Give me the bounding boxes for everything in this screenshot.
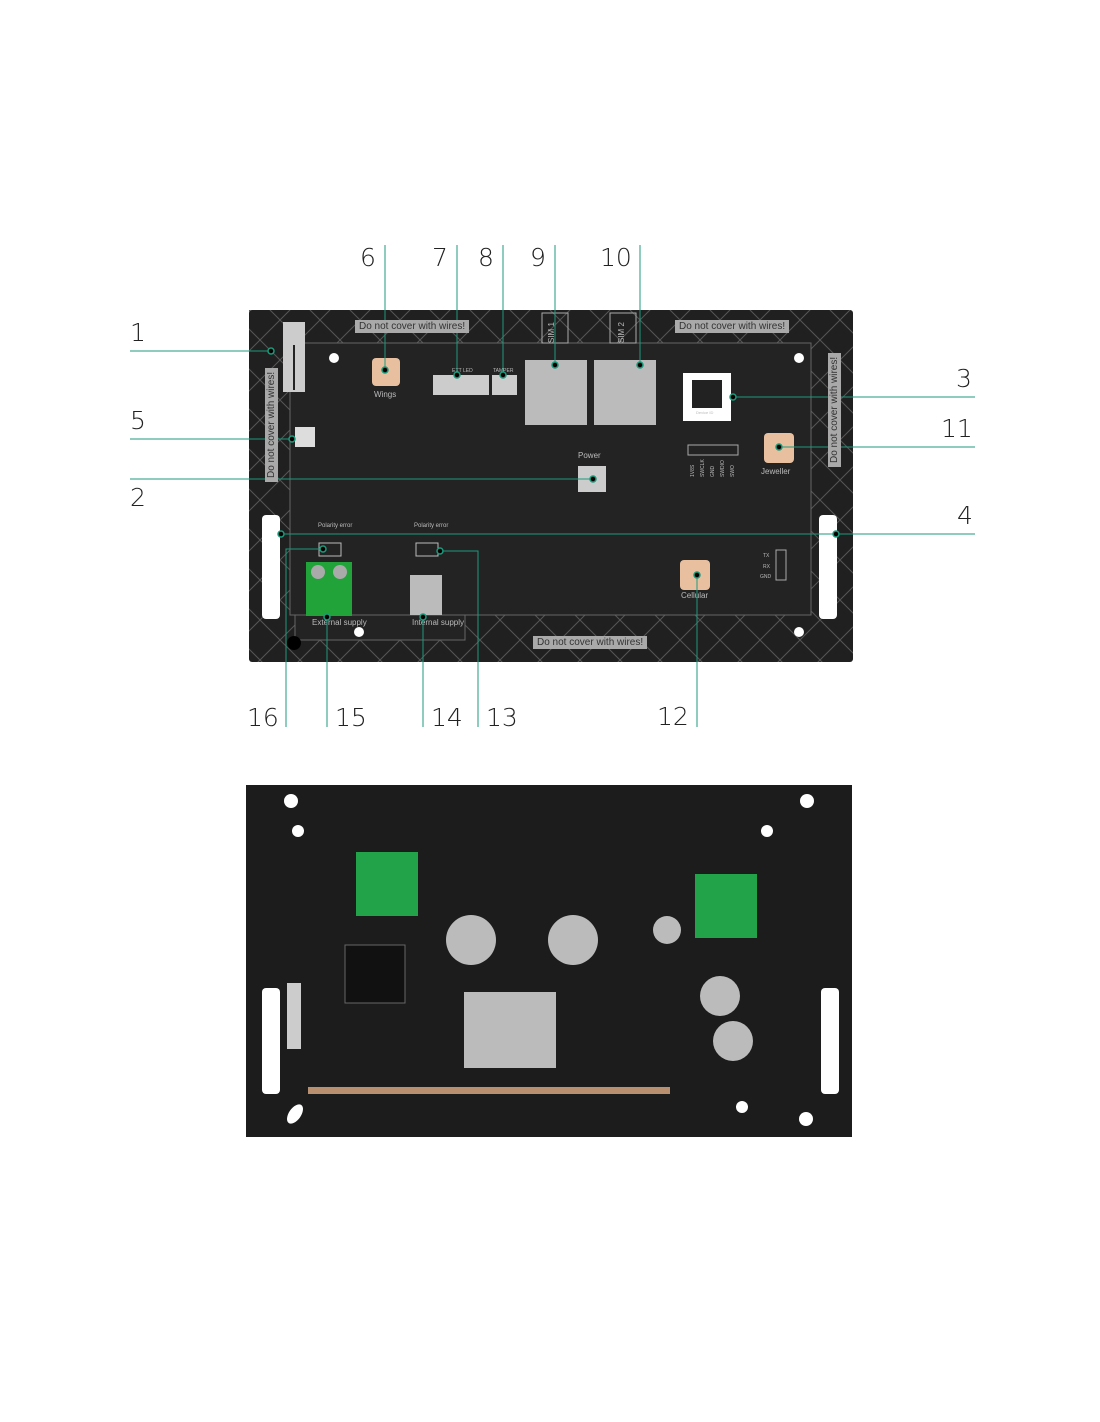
polarity-error-label: Polarity error — [414, 523, 448, 529]
bottom-board — [246, 785, 852, 1137]
cellular-label: Cellular — [681, 591, 708, 600]
ext-led-label: EXT LED — [452, 368, 473, 374]
internal-supply-connector — [410, 575, 442, 615]
external-supply-label: External supply — [312, 618, 367, 627]
warning-label: Do not cover with wires! — [675, 320, 790, 333]
top-board: Wings EXT LED TAMPER Power Jeweller Cell… — [249, 310, 853, 662]
sim1-slot — [525, 360, 587, 425]
callout-dots — [267, 347, 840, 621]
warning-label: Do not cover with wires! — [355, 320, 470, 333]
callout-8: 8 — [478, 243, 494, 272]
callout-15: 15 — [335, 703, 367, 732]
callout-5: 5 — [130, 406, 146, 435]
callout-14: 14 — [431, 703, 463, 732]
jeweller-label: Jeweller — [761, 467, 791, 476]
sim2-label: SIM 2 — [617, 322, 626, 343]
callout-11: 11 — [941, 414, 973, 443]
debug-pin-header — [687, 444, 739, 456]
callout-4: 4 — [957, 501, 973, 530]
callout-9: 9 — [530, 243, 546, 272]
polarity-error-label: Polarity error — [318, 523, 352, 529]
callout-12: 12 — [657, 702, 689, 731]
warning-label: Do not cover with wires! — [265, 367, 278, 482]
callout-7: 7 — [432, 243, 448, 272]
callout-lines — [130, 245, 975, 727]
uart-gnd-label: GND — [760, 574, 772, 580]
uart-rx-label: RX — [763, 564, 771, 570]
callout-3: 3 — [956, 364, 972, 393]
warning-label: Do not cover with wires! — [828, 352, 841, 467]
callout-2: 2 — [130, 483, 146, 512]
pin-gnd-label: GND — [710, 466, 716, 478]
uart-tx-label: TX — [763, 553, 770, 559]
pin-swo-label: SWO — [730, 465, 736, 477]
callout-1: 1 — [130, 318, 146, 347]
pin-swdio-label: SWDIO — [720, 460, 726, 477]
internal-supply-label: Internal supply — [412, 618, 464, 627]
callout-6: 6 — [360, 243, 376, 272]
power-label: Power — [578, 451, 601, 460]
device-id-label: Device ID — [696, 410, 713, 415]
callout-10: 10 — [600, 243, 632, 272]
wings-label: Wings — [374, 390, 396, 399]
sim2-slot — [594, 360, 656, 425]
warning-label: Do not cover with wires! — [533, 636, 648, 649]
callout-13: 13 — [486, 703, 518, 732]
callout-16: 16 — [247, 703, 279, 732]
pin-1v8s-label: 1V8S — [690, 464, 696, 477]
sim1-label: SIM 1 — [547, 322, 556, 343]
pin-swclk-label: SWCLK — [700, 459, 706, 477]
